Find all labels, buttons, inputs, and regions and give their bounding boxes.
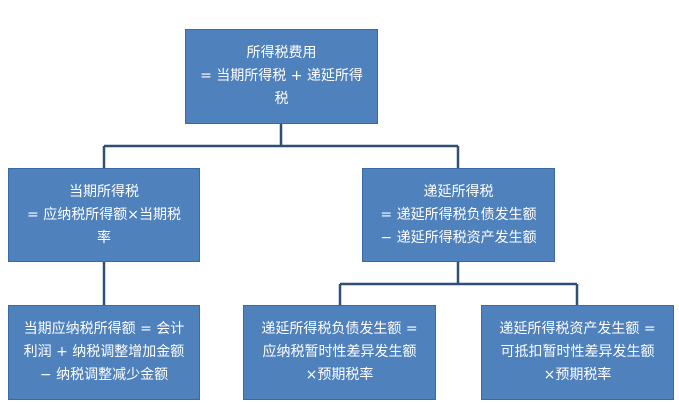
deferred-tax-formula-line2: − 递延所得税资产发生额 [380, 229, 537, 246]
current-tax-title: 当期所得税 [69, 183, 139, 200]
deferred-tax-title: 递延所得税 [423, 183, 494, 200]
current-tax-box: 当期所得税 = 应纳税所得额×当期税 率 [8, 168, 200, 262]
deferred-asset-line2: 可抵扣暂时性差异发生额 [500, 344, 655, 360]
deferred-tax-formula-line1: = 递延所得税负债发生额 [380, 206, 537, 223]
deferred-tax-box: 递延所得税 = 递延所得税负债发生额 − 递延所得税资产发生额 [362, 168, 555, 262]
income-tax-expense-title: 所得税费用 [246, 45, 317, 61]
deferred-liability-box: 递延所得税负债发生额 = 应纳税暂时性差异发生额 ×预期税率 [243, 305, 436, 400]
deferred-asset-box: 递延所得税资产发生额 = 可抵扣暂时性差异发生额 ×预期税率 [481, 305, 674, 400]
income-tax-expense-formula-line1: = 当期所得税 + 递延所得 [200, 68, 363, 84]
deferred-liability-line2: 应纳税暂时性差异发生额 [262, 344, 417, 360]
taxable-income-line2: 利润 + 纳税调整增加金额 [23, 344, 185, 360]
income-tax-expense-box: 所得税费用 = 当期所得税 + 递延所得 税 [185, 29, 378, 124]
taxable-income-line3: − 纳税调整减少金额 [39, 367, 169, 383]
deferred-liability-line3: ×预期税率 [305, 367, 374, 383]
taxable-income-box: 当期应纳税所得额 = 会计 利润 + 纳税调整增加金额 − 纳税调整减少金额 [8, 305, 200, 400]
current-tax-formula-line1: = 应纳税所得额×当期税 [27, 206, 181, 223]
deferred-asset-line1: 递延所得税资产发生额 = [499, 321, 656, 337]
income-tax-expense-formula-line2: 税 [274, 91, 289, 107]
deferred-asset-line3: ×预期税率 [543, 367, 612, 383]
current-tax-formula-line2: 率 [97, 229, 111, 246]
deferred-liability-line1: 递延所得税负债发生额 = [261, 321, 418, 337]
taxable-income-line1: 当期应纳税所得额 = 会计 [23, 321, 185, 337]
